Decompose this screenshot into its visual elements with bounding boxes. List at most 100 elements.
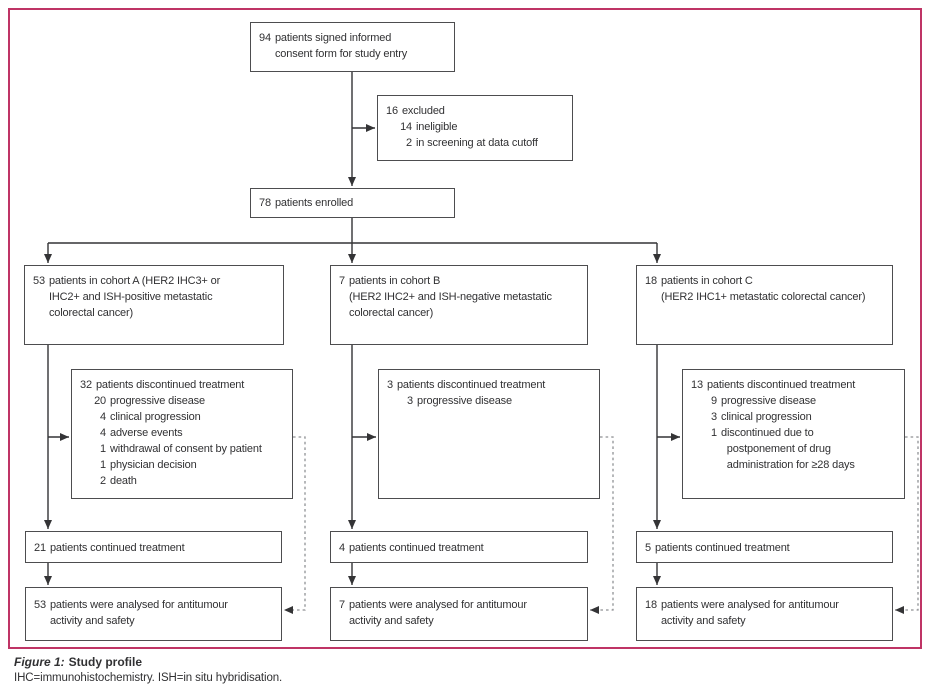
label: patients in cohort A (HER2 IHC3+ or IHC2… (48, 275, 221, 319)
label: patients continued treatment (654, 542, 790, 554)
count: 4 (100, 427, 106, 439)
box-line: 21 patients continued treatment (34, 540, 276, 556)
box-analysed-c: 18 patients were analysed for antitumour… (636, 587, 893, 641)
label: patients were analysed for antitumour ac… (348, 599, 527, 627)
dashed-discontinued-b-to-analysed (590, 436, 614, 614)
box-line: 7 patients were analysed for antitumour … (339, 597, 582, 629)
box-line: 78 patients enrolled (259, 195, 449, 211)
box-line: 5 patients continued treatment (645, 540, 887, 556)
box-line: 2 in screening at data cutoff (398, 135, 567, 151)
box-continued-b: 4 patients continued treatment (330, 531, 588, 563)
box-discontinued-a: 32 patients discontinued treatment 20 pr… (71, 369, 293, 499)
label: adverse events (110, 427, 183, 439)
label: patients continued treatment (49, 542, 185, 554)
box-continued-a: 21 patients continued treatment (25, 531, 282, 563)
label: ineligible (416, 121, 458, 133)
box-line: 13 patients discontinued treatment (691, 377, 899, 393)
label: physician decision (110, 459, 197, 471)
count: 32 (80, 379, 92, 391)
label: excluded (401, 105, 445, 117)
count: 7 (339, 275, 345, 287)
box-consent: 94 patients signed informed consent form… (250, 22, 455, 72)
box-line: 3 progressive disease (399, 393, 594, 409)
count: 53 (33, 275, 45, 287)
figure-frame (8, 8, 922, 649)
box-enrolled: 78 patients enrolled (250, 188, 455, 218)
count: 78 (259, 197, 271, 209)
count: 13 (691, 379, 703, 391)
box-line: 94 patients signed informed consent form… (259, 30, 449, 62)
label: patients signed informed consent form fo… (274, 32, 408, 60)
figure-caption: Figure 1:Study profile (14, 655, 142, 669)
count: 7 (339, 599, 345, 611)
box-line: 32 patients discontinued treatment (80, 377, 287, 393)
label: progressive disease (417, 395, 512, 407)
box-line: 4 patients continued treatment (339, 540, 582, 556)
box-line: 18 patients were analysed for antitumour… (645, 597, 887, 629)
box-line: 16 excluded (386, 103, 567, 119)
label: patients discontinued treatment (95, 379, 245, 391)
box-line: 53 patients were analysed for antitumour… (34, 597, 276, 629)
box-line: 1 withdrawal of consent by patient (92, 441, 287, 457)
box-line: 3 clinical progression (703, 409, 899, 425)
count: 16 (386, 105, 398, 117)
box-excluded: 16 excluded 14 ineligible 2 in screening… (377, 95, 573, 161)
label: progressive disease (110, 395, 205, 407)
dashed-discontinued-a-to-analysed (284, 436, 306, 614)
count: 1 (100, 459, 106, 471)
box-line: 2 death (92, 473, 287, 489)
label: patients discontinued treatment (706, 379, 856, 391)
count: 53 (34, 599, 46, 611)
label: patients were analysed for antitumour ac… (49, 599, 228, 627)
box-analysed-a: 53 patients were analysed for antitumour… (25, 587, 282, 641)
figure-label: Figure 1: (14, 655, 65, 669)
label: withdrawal of consent by patient (110, 443, 262, 455)
count: 9 (711, 395, 717, 407)
box-discontinued-b: 3 patients discontinued treatment 3 prog… (378, 369, 600, 499)
figure-footnote: IHC=immunohistochemistry. ISH=in situ hy… (14, 672, 283, 684)
count: 14 (400, 121, 412, 133)
box-cohort-b: 7 patients in cohort B (HER2 IHC2+ and I… (330, 265, 588, 345)
label: patients in cohort B (HER2 IHC2+ and ISH… (348, 275, 552, 319)
count: 1 (711, 427, 717, 439)
box-analysed-b: 7 patients were analysed for antitumour … (330, 587, 588, 641)
box-line: 14 ineligible (398, 119, 567, 135)
count: 21 (34, 542, 46, 554)
box-line: 3 patients discontinued treatment (387, 377, 594, 393)
box-line: 4 adverse events (92, 425, 287, 441)
splitter-line (48, 218, 657, 244)
count: 18 (645, 599, 657, 611)
figure-title: Study profile (68, 655, 143, 669)
label: clinical progression (721, 411, 812, 423)
count: 3 (407, 395, 413, 407)
box-continued-c: 5 patients continued treatment (636, 531, 893, 563)
label: discontinued due to postponement of drug… (721, 427, 855, 471)
count: 18 (645, 275, 657, 287)
count: 20 (94, 395, 106, 407)
count: 5 (645, 542, 651, 554)
box-discontinued-c: 13 patients discontinued treatment 9 pro… (682, 369, 905, 499)
box-cohort-a: 53 patients in cohort A (HER2 IHC3+ or I… (24, 265, 284, 345)
count: 2 (100, 475, 106, 487)
label: patients discontinued treatment (396, 379, 546, 391)
label: progressive disease (721, 395, 816, 407)
box-line: 18 patients in cohort C (HER2 IHC1+ meta… (645, 273, 887, 305)
box-line: 1 discontinued due to postponement of dr… (703, 425, 899, 473)
box-line: 20 progressive disease (92, 393, 287, 409)
label: patients enrolled (274, 197, 354, 209)
label: patients were analysed for antitumour ac… (660, 599, 839, 627)
label: patients in cohort C (HER2 IHC1+ metasta… (660, 275, 866, 303)
count: 3 (387, 379, 393, 391)
box-line: 4 clinical progression (92, 409, 287, 425)
box-line: 9 progressive disease (703, 393, 899, 409)
box-line: 53 patients in cohort A (HER2 IHC3+ or I… (33, 273, 278, 321)
label: clinical progression (110, 411, 201, 423)
box-line: 7 patients in cohort B (HER2 IHC2+ and I… (339, 273, 582, 321)
box-line: 1 physician decision (92, 457, 287, 473)
count: 2 (406, 137, 412, 149)
label: in screening at data cutoff (416, 137, 538, 149)
dashed-discontinued-c-to-analysed (895, 436, 919, 614)
count: 4 (100, 411, 106, 423)
